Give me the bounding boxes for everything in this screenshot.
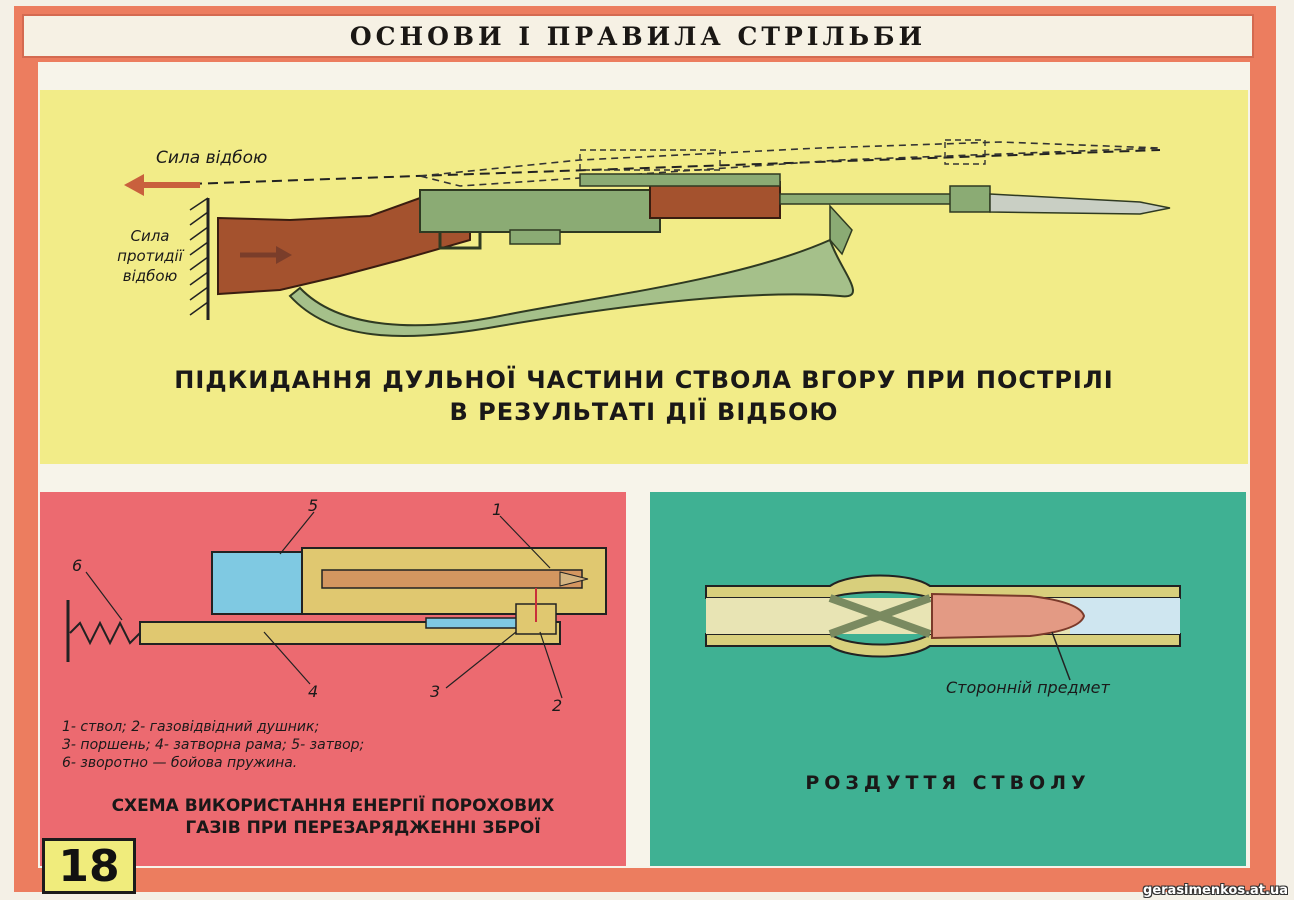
bolt-shape: [211, 551, 303, 615]
part-number-1: 1: [492, 500, 503, 519]
recoil-arrowhead: [124, 174, 144, 196]
part-number-5: 5: [308, 496, 319, 515]
rifle-stock: [217, 192, 471, 296]
part-number-2: 2: [552, 696, 563, 715]
legend-line: 3- поршень; 4- затворна рама; 5- затвор;: [62, 737, 365, 753]
recoil-panel: Сила відбою Сила протидії відбою ПІДКИДА…: [40, 90, 1248, 464]
foreign-object-label: Сторонній предмет: [946, 678, 1110, 697]
rifle-illustration: [124, 139, 1171, 338]
rifle-barrel: [779, 193, 971, 205]
rifle-sling: [288, 238, 854, 338]
counter-force-label: Сила протидії відбою: [112, 226, 188, 286]
barrel-swell-diagram: [705, 574, 1181, 681]
spring-shape: [69, 620, 141, 646]
bullet-shape: [931, 592, 1086, 640]
recoil-force-label: Сила відбою: [156, 148, 268, 168]
counter-force-line: відбою: [122, 267, 178, 285]
page-number: 18: [42, 838, 136, 894]
legend-line: 1- ствол; 2- газовідвідний душник;: [62, 719, 320, 735]
watermark: gerasimenkos.at.ua: [1143, 883, 1288, 898]
recoil-caption-line1: ПІДКИДАННЯ ДУЛЬНОЇ ЧАСТИНИ СТВОЛА ВГОРУ …: [174, 366, 1114, 394]
part-number-3: 3: [430, 682, 441, 701]
rifle-handguard: [649, 181, 781, 219]
legend-line: 6- зворотно — бойова пружина.: [62, 755, 298, 771]
gas-scheme-diagram: [66, 511, 607, 699]
rifle-bayonet: [989, 193, 1171, 215]
barrel-swell-panel: Сторонній предмет РОЗДУТТЯ СТВОЛУ: [650, 492, 1246, 866]
title-band: ОСНОВИ І ПРАВИЛА СТРІЛЬБИ: [22, 14, 1254, 58]
part-number-4: 4: [308, 682, 319, 701]
barrel-bottom-wall: [705, 633, 1181, 658]
gas-caption-line1: СХЕМА ВИКОРИСТАННЯ ЕНЕРГІЇ ПОРОХОВИХ: [111, 796, 555, 816]
counter-force-line: протидії: [117, 247, 183, 265]
page-title: ОСНОВИ І ПРАВИЛА СТРІЛЬБИ: [349, 22, 927, 51]
counter-force-line: Сила: [130, 227, 170, 245]
rifle-receiver: [419, 189, 661, 233]
barrel-swell-caption: РОЗДУТТЯ СТВОЛУ: [805, 772, 1091, 794]
gas-scheme-panel: 5 1 6 4 3 2 1- ствол; 2- газовідвідний д…: [40, 492, 626, 866]
part-number-6: 6: [72, 556, 83, 575]
recoil-caption-line2: В РЕЗУЛЬТАТІ ДІЇ ВІДБОЮ: [449, 398, 839, 426]
parts-legend: 1- ствол; 2- газовідвідний душник; 3- по…: [62, 718, 364, 772]
gas-caption-line2: ГАЗІВ ПРИ ПЕРЕЗАРЯДЖЕННІ ЗБРОЇ: [185, 818, 541, 838]
